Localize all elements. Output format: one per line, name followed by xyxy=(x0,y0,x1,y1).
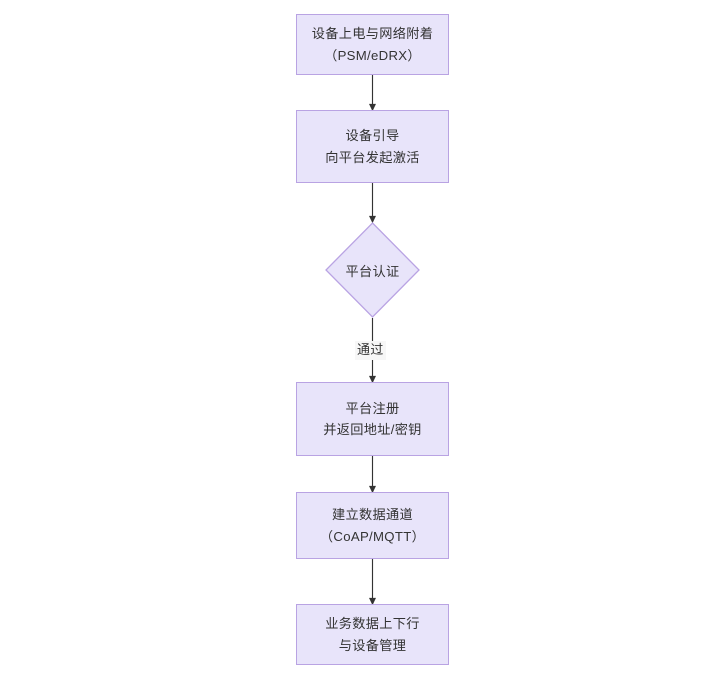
flow-node-platform-register-line1: 平台注册 xyxy=(345,400,400,416)
flow-node-platform-auth-label: 平台认证 xyxy=(345,263,400,279)
flow-node-platform-register[interactable]: 平台注册 并返回地址/密钥 xyxy=(296,382,449,456)
flow-node-device-bootstrap[interactable]: 设备引导 向平台发起激活 xyxy=(296,110,449,183)
flow-node-business-data[interactable]: 业务数据上下行 与设备管理 xyxy=(296,604,449,665)
flow-node-business-data-line2: 与设备管理 xyxy=(338,637,407,653)
flow-node-device-bootstrap-line2: 向平台发起激活 xyxy=(325,149,420,165)
diamond-shape-icon xyxy=(325,222,420,318)
flow-node-business-data-line1: 业务数据上下行 xyxy=(325,616,420,632)
flow-node-power-on-line1: 设备上电与网络附着 xyxy=(311,26,434,42)
flow-node-platform-auth[interactable]: 平台认证 xyxy=(325,222,420,318)
edge-label-pass: 通过 xyxy=(355,341,386,361)
flow-node-power-on[interactable]: 设备上电与网络附着 （PSM/eDRX） xyxy=(296,14,449,75)
flow-node-data-channel-line1: 建立数据通道 xyxy=(332,507,413,523)
flow-node-platform-register-line2: 并返回地址/密钥 xyxy=(323,422,422,437)
flow-node-data-channel[interactable]: 建立数据通道 （CoAP/MQTT） xyxy=(296,492,449,559)
flow-node-device-bootstrap-line1: 设备引导 xyxy=(345,128,400,144)
flow-node-power-on-line2: （PSM/eDRX） xyxy=(324,47,421,63)
flow-node-data-channel-line2: （CoAP/MQTT） xyxy=(319,528,426,544)
